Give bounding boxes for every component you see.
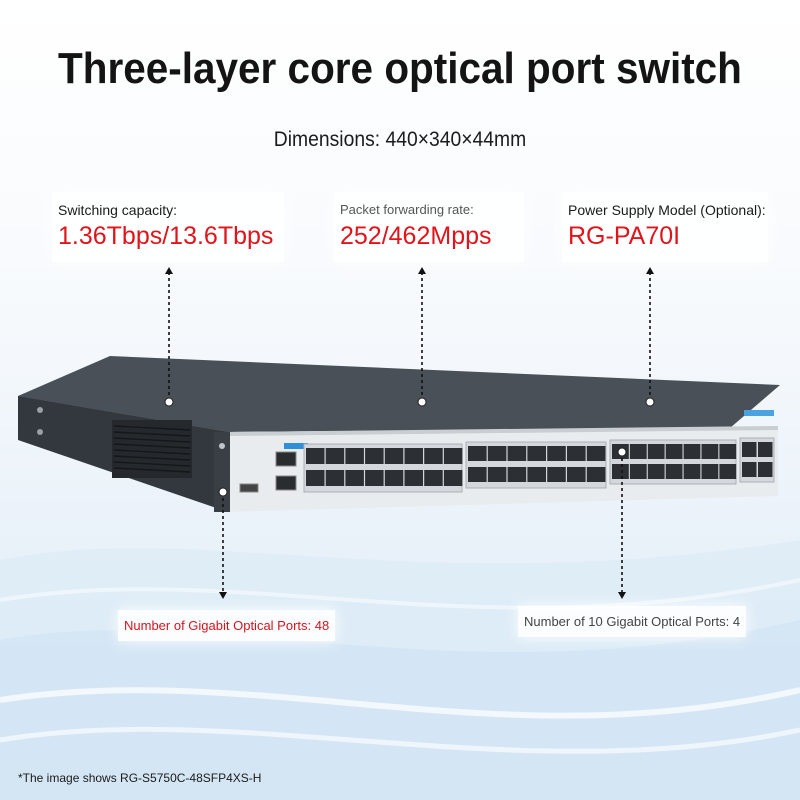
sfp-port [683, 444, 701, 459]
sfp-port [487, 467, 507, 482]
spec-label: Power Supply Model (Optional): [568, 202, 766, 218]
sfp-port [468, 467, 487, 482]
sfp-port [629, 464, 647, 479]
sfp-port [629, 444, 647, 459]
sfp-port [507, 446, 527, 461]
sfp-port [742, 462, 757, 477]
sfp-port [384, 448, 404, 464]
sfp-port [507, 467, 527, 482]
page-title: Three-layer core optical port switch [58, 44, 742, 93]
spec-label: Switching capacity: [58, 202, 178, 218]
sfp-port [306, 448, 325, 464]
sfp-port [665, 444, 683, 459]
sfp-port [719, 464, 737, 479]
sfp-port [647, 444, 665, 459]
sfp-port [345, 470, 364, 486]
ten-gigabit-ports-note: Number of 10 Gigabit Optical Ports: 4 [518, 606, 747, 637]
sfp-port [527, 446, 546, 461]
sfp-port [758, 442, 773, 457]
sfp-port [567, 467, 586, 482]
sfp-port [742, 442, 757, 457]
sfp-port [586, 446, 606, 461]
sfp-port [683, 464, 701, 479]
spec-value: 1.36Tbps/13.6Tbps [58, 222, 274, 250]
sfp-port [586, 467, 606, 482]
sfp-port [325, 470, 345, 486]
sfp-port [404, 448, 423, 464]
sfp-port [665, 464, 683, 479]
sfp-port [719, 444, 737, 459]
sfp-port [701, 444, 719, 459]
sfp-port [424, 470, 443, 486]
sfp-port [647, 464, 665, 479]
sfp-port [547, 467, 566, 482]
sfp-port [758, 462, 773, 477]
sfp-port [424, 448, 443, 464]
sfp-port [443, 448, 463, 464]
sfp-port [612, 464, 629, 479]
dimensions-text: Dimensions: 440×340×44mm [273, 128, 527, 151]
footnote: *The image shows RG-S5750C-48SFP4XS-H [18, 771, 262, 785]
sfp-port [365, 470, 384, 486]
gigabit-ports-note: Number of Gigabit Optical Ports: 48 [118, 610, 336, 641]
spec-value: RG-PA70I [568, 222, 681, 250]
spec-card-forwarding-rate: Packet forwarding rate: 252/462Mpps [334, 192, 524, 262]
sfp-port [468, 446, 487, 461]
sfp-port [306, 470, 325, 486]
spec-card-switching-capacity: Switching capacity: 1.36Tbps/13.6Tbps [52, 192, 284, 262]
chassis-top [18, 356, 780, 432]
sfp-port [527, 467, 546, 482]
sfp-port [345, 448, 364, 464]
spec-value: 252/462Mpps [340, 222, 492, 250]
sfp-port [365, 448, 384, 464]
sfp-port [567, 446, 586, 461]
sfp-port [701, 464, 719, 479]
spec-label: Packet forwarding rate: [340, 202, 474, 217]
sfp-port [612, 444, 629, 459]
sfp-port [384, 470, 404, 486]
sfp-port [325, 448, 345, 464]
sfp-port [443, 470, 463, 486]
spec-card-power-supply: Power Supply Model (Optional): RG-PA70I [562, 192, 768, 262]
sfp-port [404, 470, 423, 486]
sfp-port [487, 446, 507, 461]
sfp-port [547, 446, 566, 461]
